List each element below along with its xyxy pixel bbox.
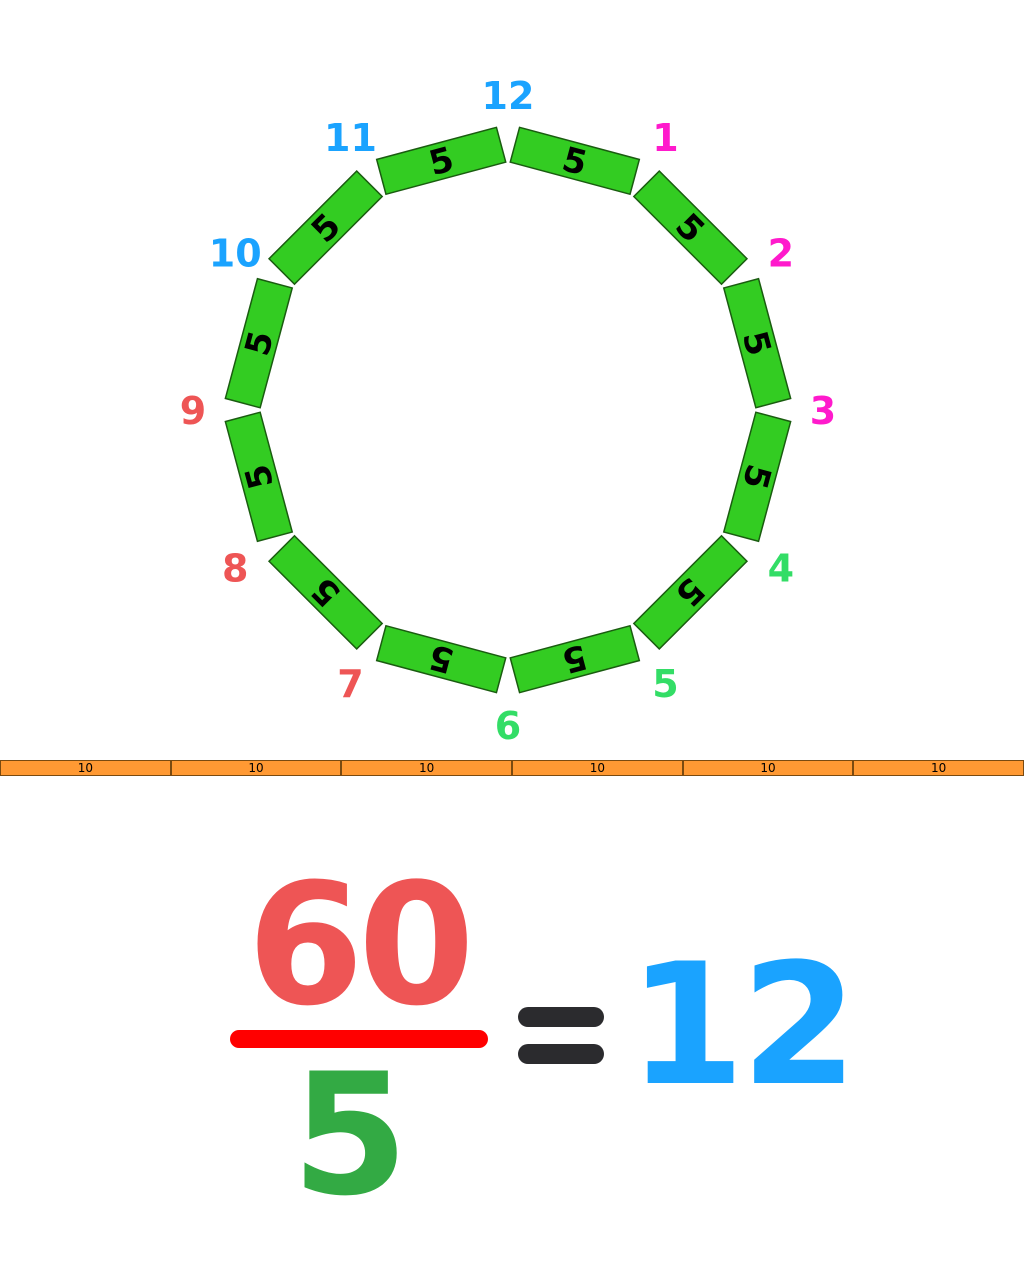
segment-block <box>267 534 384 651</box>
bar-segment: 10 <box>853 760 1024 776</box>
clock-number-8: 8 <box>222 547 248 591</box>
segment-block <box>722 411 792 543</box>
segment-block <box>267 169 384 286</box>
clock-number-2: 2 <box>768 232 794 276</box>
clock-number-12: 12 <box>482 74 535 118</box>
clock-number-7: 7 <box>337 662 363 706</box>
clock-number-10: 10 <box>209 232 262 276</box>
ring-segment: 5 <box>722 277 792 409</box>
numerator: 60 <box>247 847 475 1043</box>
ring-segment: 5 <box>722 411 792 543</box>
denominator: 5 <box>291 1037 409 1233</box>
segment-block <box>224 411 294 543</box>
ring-segment: 5 <box>509 624 641 694</box>
bar-segment: 10 <box>512 760 683 776</box>
segment-block <box>224 277 294 409</box>
result: 12 <box>628 927 858 1123</box>
ring-segment: 5 <box>267 534 384 651</box>
ring-segment: 5 <box>632 169 749 286</box>
bar-segment: 10 <box>341 760 512 776</box>
segment-block <box>509 126 641 196</box>
ring-segment: 5 <box>632 534 749 651</box>
ring-segment: 5 <box>509 126 641 196</box>
bar-segment: 10 <box>170 760 342 776</box>
ring-segment: 5 <box>375 126 507 196</box>
equals-sign-top <box>518 1007 604 1027</box>
segment-block <box>375 126 507 196</box>
division-equation: 60 5 12 <box>0 840 1024 1240</box>
segment-block <box>722 277 792 409</box>
clock-number-6: 6 <box>495 704 521 748</box>
clock-number-3: 3 <box>810 389 836 433</box>
equals-sign-bottom <box>518 1044 604 1064</box>
segment-block <box>632 534 749 651</box>
clock-number-11: 11 <box>324 116 377 160</box>
clock-number-9: 9 <box>180 389 206 433</box>
bar-segment: 10 <box>682 760 854 776</box>
clock-number-4: 4 <box>768 547 794 591</box>
ring-segment: 5 <box>224 411 294 543</box>
ring-segment: 5 <box>375 624 507 694</box>
segment-block <box>509 624 641 694</box>
clock-number-1: 1 <box>652 116 678 160</box>
bar-segment: 10 <box>0 760 171 776</box>
clock-number-5: 5 <box>652 662 678 706</box>
ring-segment: 5 <box>224 277 294 409</box>
fraction-line <box>230 1030 488 1048</box>
segment-block <box>632 169 749 286</box>
segment-block <box>375 624 507 694</box>
ring-segment: 5 <box>267 169 384 286</box>
